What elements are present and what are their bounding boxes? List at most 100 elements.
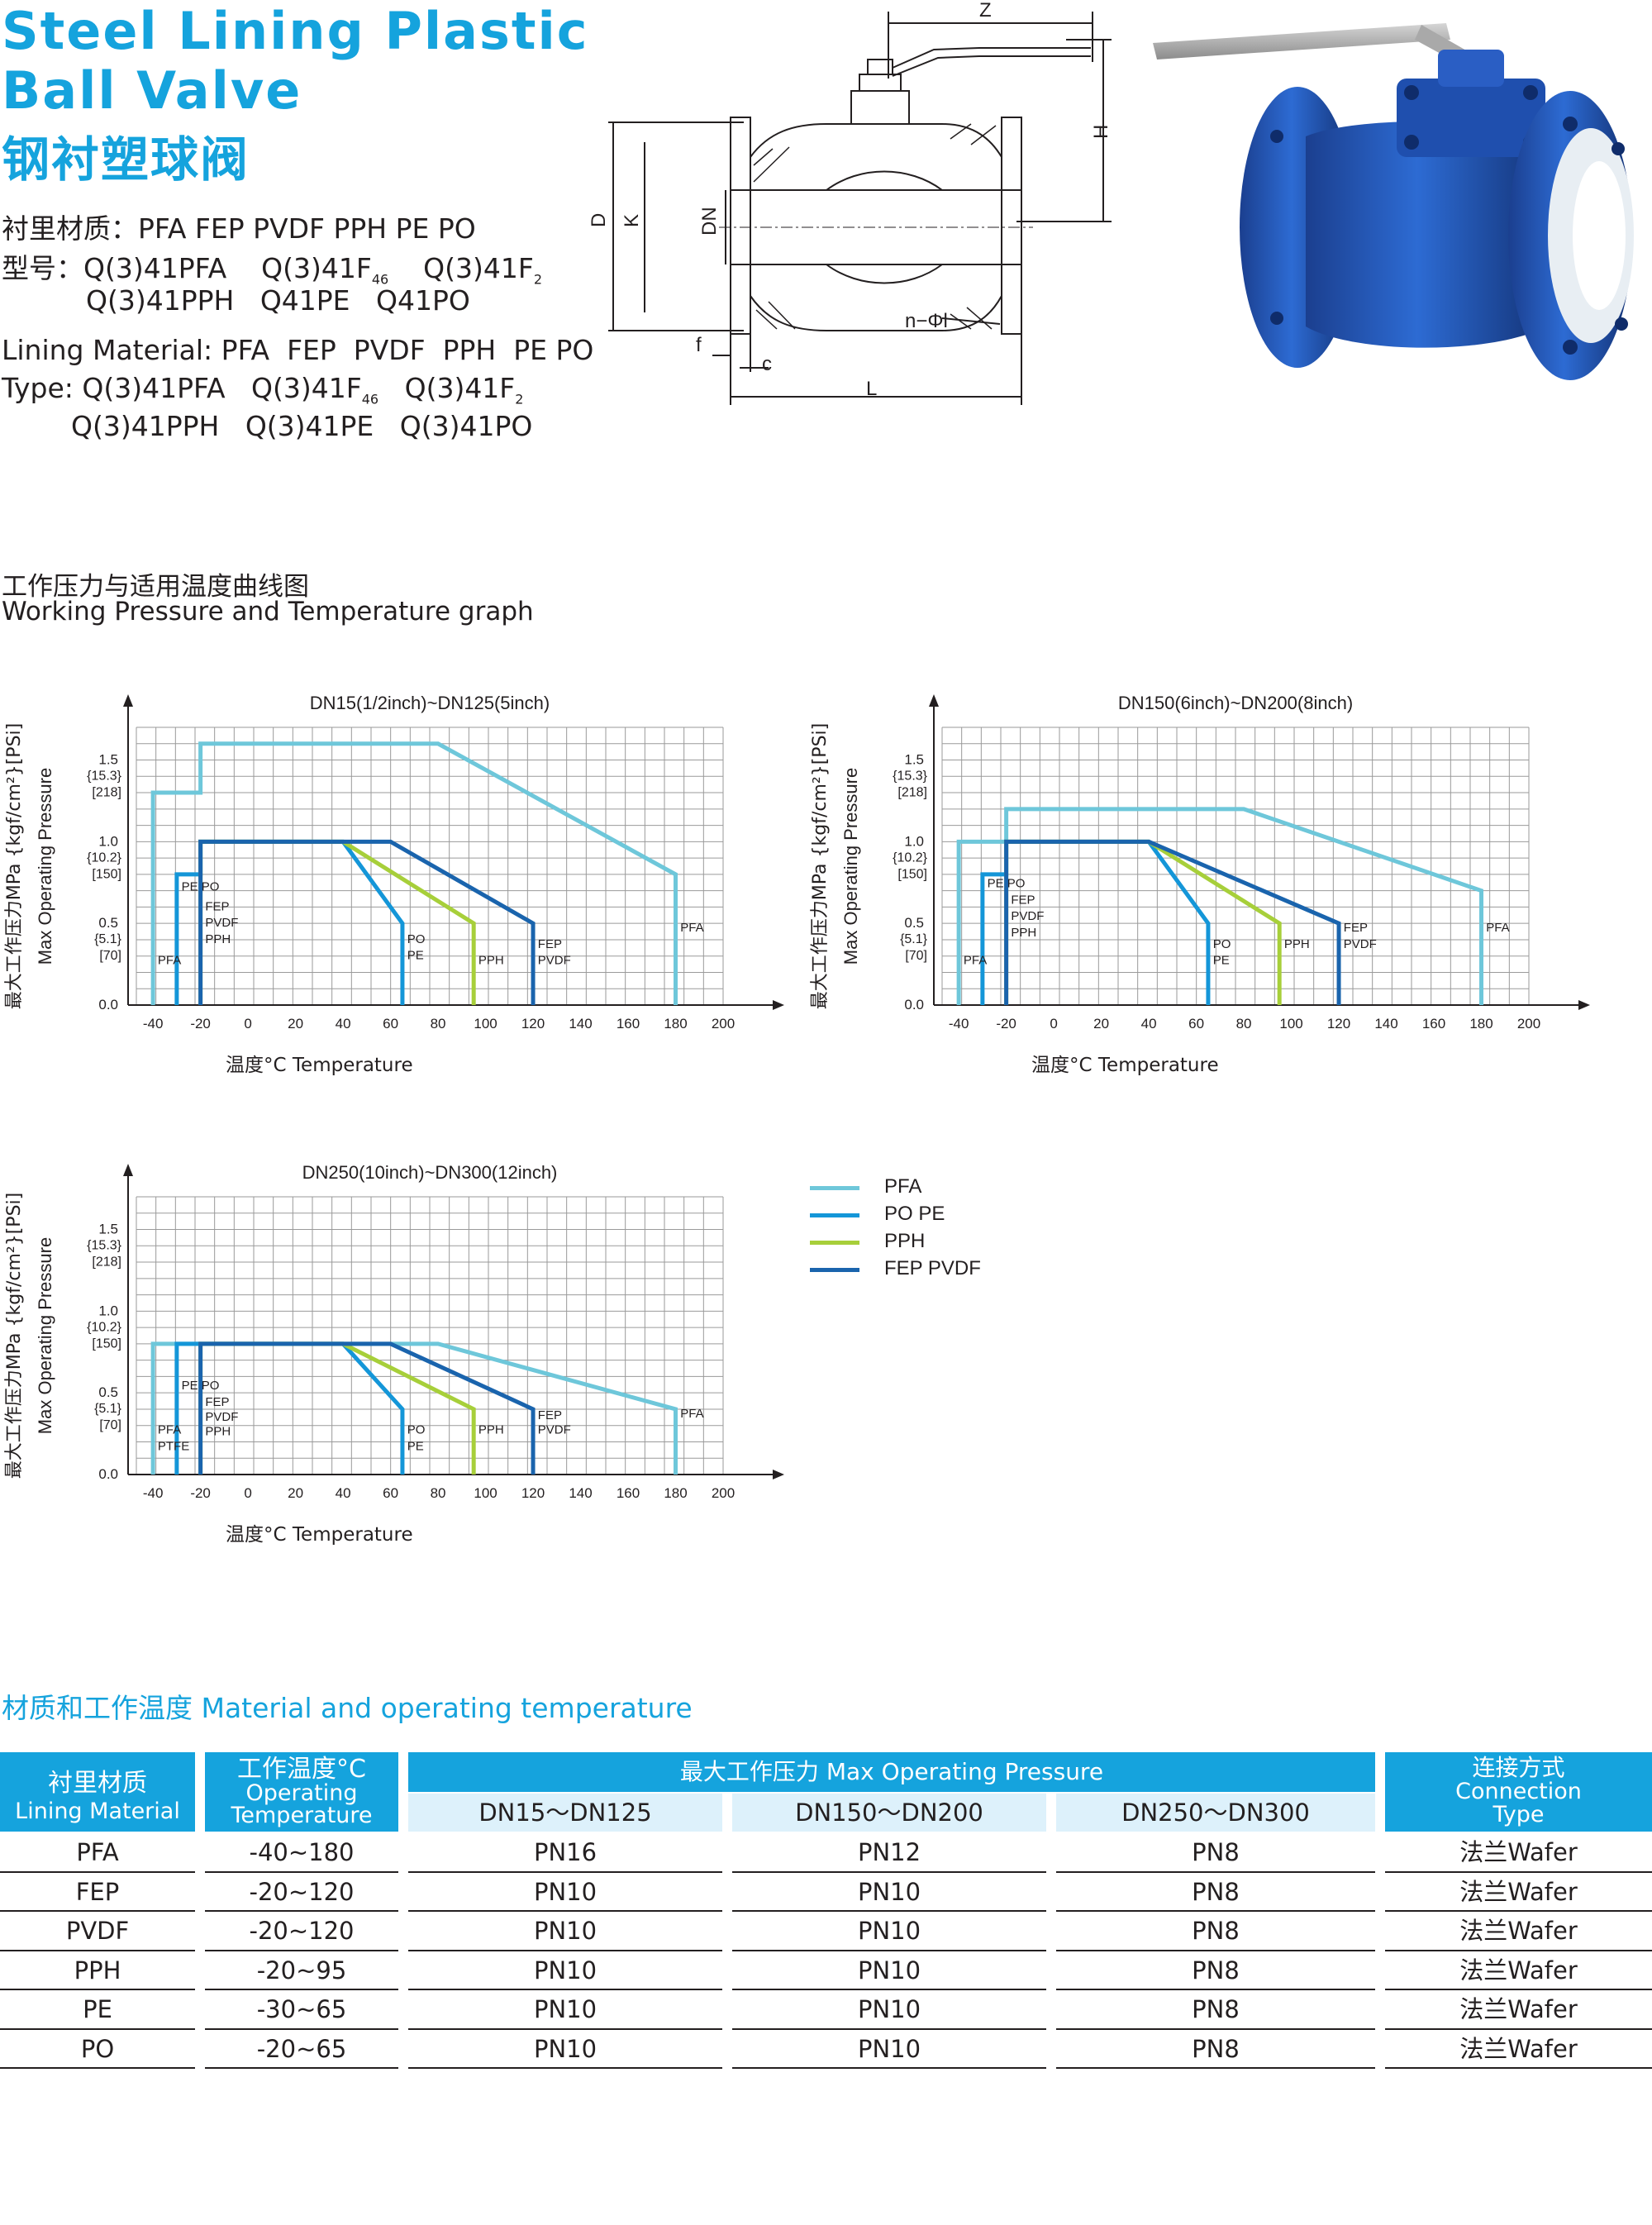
lining-material-en: Lining Material: PFA FEP PVDF PPH PE PO (2, 334, 593, 366)
x-tick-label: -40 (143, 1485, 164, 1501)
row-divider (1385, 1949, 1652, 1951)
row-divider (732, 2067, 1046, 2069)
row-divider (732, 2027, 1046, 2030)
series-annotation: PFA (1486, 921, 1509, 935)
title-en-line2: Ball Valve (2, 60, 302, 121)
series-annotation: FEP (205, 1395, 229, 1409)
x-tick-label: -20 (190, 1485, 211, 1501)
cell-p1: PN10 (533, 2034, 597, 2063)
row-divider (205, 2067, 398, 2069)
cell-temp: -20~65 (256, 2034, 347, 2063)
cell-p1: PN10 (533, 1917, 597, 1945)
header-text: Lining Material (15, 1799, 180, 1824)
legend-item-po-pe: PO PE (810, 1203, 1083, 1230)
y-tick-label-kgf: {10.2} (87, 850, 121, 865)
chart-title: DN150(6inch)~DN200(8inch) (1118, 693, 1353, 713)
y-tick-label: 0.0 (904, 997, 924, 1012)
x-tick-label: 20 (288, 1485, 303, 1501)
row-divider (408, 1910, 722, 1912)
x-axis-label: 温度°C Temperature (226, 1055, 413, 1076)
x-tick-label: 100 (474, 1485, 497, 1501)
dim-d-label: D (588, 213, 610, 227)
series-annotation: PVDF (205, 1410, 238, 1424)
x-tick-label: 140 (1374, 1016, 1397, 1032)
header-max-pressure: 最大工作压力 Max Operating Pressure (408, 1752, 1375, 1792)
type-item: Q(3)41F (423, 252, 534, 284)
cell-p2: PN12 (857, 1838, 921, 1866)
row-divider (732, 1870, 1046, 1873)
cell-p2: PN10 (857, 1995, 921, 2023)
legend-label: PO PE (884, 1203, 945, 1225)
cell-p3: PN8 (1192, 1838, 1240, 1866)
legend-label: PPH (884, 1230, 926, 1252)
type-item: Q(3)41PPH (71, 410, 220, 442)
dim-c-label: c (762, 353, 772, 375)
type-line1-cn: 型号：Q(3)41PFA Q(3)41F46 Q(3)41F2 (2, 246, 542, 288)
y-tick-label: 0.0 (98, 1466, 118, 1482)
row-divider (732, 1910, 1046, 1912)
type-subscript: 2 (533, 271, 543, 288)
dim-k-label: K (621, 214, 643, 227)
chart-legend: PFA PO PE PPH FEP PVDF (810, 1175, 1083, 1284)
y-axis-arrow (123, 1164, 133, 1176)
type-item: Q(3)41F (251, 372, 362, 404)
title-en-line1: Steel Lining Plastic (2, 1, 589, 61)
row-divider (1385, 1989, 1652, 1990)
chart-title: DN250(10inch)~DN300(12inch) (302, 1162, 558, 1183)
chart-title: DN15(1/2inch)~DN125(5inch) (310, 693, 550, 713)
cell-material: PFA (76, 1838, 119, 1866)
x-tick-label: 40 (1141, 1016, 1157, 1032)
series-annotation: PO (407, 1423, 426, 1437)
y-tick-label-psi: [150] (897, 867, 927, 881)
y-tick-label: 1.5 (904, 752, 924, 768)
cell-material: PO (80, 2034, 115, 2063)
x-tick-label: 120 (521, 1016, 545, 1032)
type-label-en: Type: (2, 372, 74, 404)
x-tick-label: 120 (521, 1485, 545, 1501)
cell-conn: 法兰Wafer (1459, 1877, 1578, 1906)
legend-label: PFA (884, 1175, 922, 1198)
x-tick-label: 60 (383, 1016, 398, 1032)
row-divider (0, 1910, 195, 1912)
series-annotation: FEP (1011, 893, 1035, 907)
y-tick-label-kgf: {15.3} (893, 769, 927, 784)
x-tick-label: 100 (1279, 1016, 1302, 1032)
cell-conn: 法兰Wafer (1459, 1917, 1578, 1945)
x-tick-label: -20 (190, 1016, 211, 1032)
y-tick-label-kgf: {5.1} (900, 932, 928, 946)
series-annotation: PVDF (205, 916, 238, 930)
cell-p2: PN10 (857, 1917, 921, 1945)
row-divider (205, 1949, 398, 1951)
row-divider (0, 2067, 195, 2069)
type-subscript: 2 (515, 391, 524, 407)
legend-swatch (810, 1268, 859, 1272)
x-tick-label: 160 (617, 1016, 640, 1032)
series-line-fep-pvdf (198, 1341, 536, 1475)
x-tick-label: -20 (996, 1016, 1016, 1032)
cell-temp: -20~120 (249, 1917, 355, 1945)
x-axis-label: 温度°C Temperature (226, 1524, 413, 1546)
x-axis-arrow (773, 1470, 784, 1479)
type-item: Q(3)41PE (245, 410, 374, 442)
type-subscript: 46 (371, 271, 389, 288)
series-line-fep-pvdf (198, 839, 536, 1005)
y-tick-label-psi: [218] (92, 786, 121, 800)
header-text: Type (1493, 1802, 1545, 1827)
cell-material: PPH (74, 1956, 121, 1984)
y-tick-label: 1.0 (904, 833, 924, 849)
series-annotation: PO (1213, 937, 1231, 951)
x-tick-label: -40 (949, 1016, 969, 1032)
x-tick-label: 80 (1236, 1016, 1252, 1032)
header-lining-material: 衬里材质 Lining Material (0, 1752, 195, 1832)
x-axis-arrow (1578, 1000, 1590, 1010)
x-tick-label: 140 (569, 1485, 592, 1501)
series-annotation: FEP (538, 937, 562, 951)
type-line1-en: Type: Q(3)41PFA Q(3)41F46 Q(3)41F2 (2, 372, 523, 407)
y-axis-arrow (929, 694, 939, 707)
table-title: 材质和工作温度 Material and operating temperatu… (2, 1692, 693, 1724)
y-tick-label-kgf: {10.2} (893, 850, 927, 865)
row-divider (1056, 2067, 1375, 2069)
